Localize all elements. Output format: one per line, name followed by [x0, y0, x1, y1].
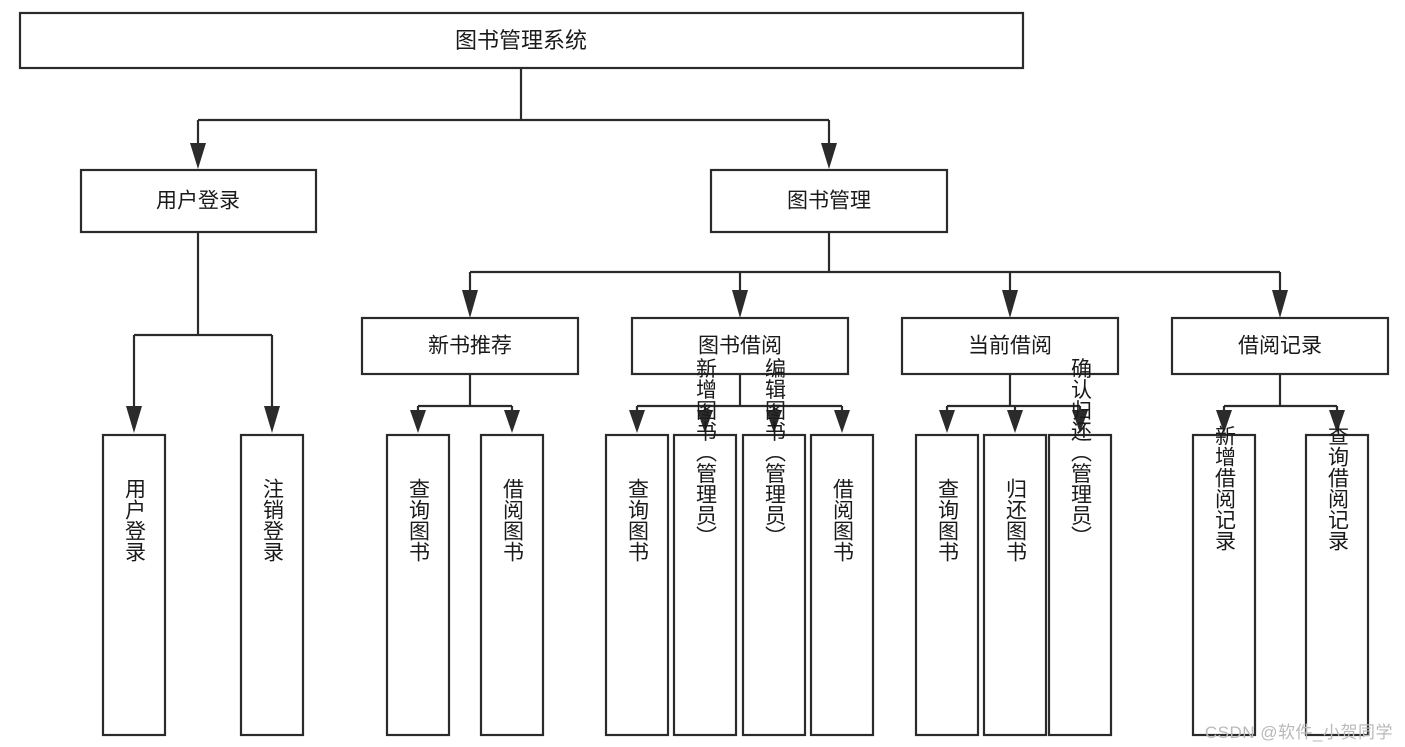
node-leaf-13-box[interactable] [1304, 433, 1370, 737]
arrowhead-to-leaf-3 [410, 410, 426, 433]
node-leaf-7-box[interactable] [741, 433, 807, 737]
node-book-borrow-label: 图书借阅 [698, 335, 782, 358]
node-leaf-10-box[interactable] [982, 433, 1048, 737]
node-borrow-record[interactable]: 借阅记录 [1170, 316, 1390, 376]
arrowhead-to-leaf-5 [629, 410, 645, 433]
node-leaf-3-label: 查询图书 [407, 478, 431, 562]
node-leaf-4-box[interactable] [479, 433, 545, 737]
connector-borrow-record-bus [1222, 374, 1339, 414]
node-leaf-11-label: 确认归还（管理员） [1069, 358, 1093, 547]
node-leaf-5-label: 查询图书 [626, 478, 650, 562]
arrowhead-to-leaf-4 [504, 410, 520, 433]
node-leaf-6-box[interactable] [672, 433, 738, 737]
arrowhead-to-new-book-rec [462, 290, 478, 318]
csdn-watermark: CSDN @软件_小贺同学 [1204, 723, 1393, 742]
node-leaf-1-label: 用户登录 [123, 478, 147, 562]
node-leaf-1-box[interactable] [101, 433, 167, 737]
node-leaf-6[interactable]: 新增图书（管理员） [672, 358, 738, 737]
node-book-mgmt-label: 图书管理 [787, 190, 871, 213]
connector-book-borrow-bus [635, 374, 844, 414]
node-leaf-4-label: 借阅图书 [501, 478, 525, 562]
node-leaf-9-label: 查询图书 [936, 478, 960, 562]
arrowhead-to-current-borrow [1002, 290, 1018, 318]
arrowhead-to-leaf-11 [1072, 410, 1088, 433]
node-leaf-11-box[interactable] [1047, 433, 1113, 737]
node-root-label: 图书管理系统 [455, 28, 587, 53]
node-leaf-13[interactable]: 查询借阅记录 [1304, 425, 1370, 737]
node-leaf-9-box[interactable] [914, 433, 980, 737]
node-leaf-3-box[interactable] [385, 433, 451, 737]
node-leaf-6-label: 新增图书（管理员） [694, 358, 718, 547]
node-leaf-4[interactable]: 借阅图书 [479, 433, 545, 737]
node-leaf-2-box[interactable] [239, 433, 305, 737]
node-leaf-2-label: 注销登录 [261, 478, 285, 562]
node-new-book-rec-label: 新书推荐 [428, 335, 512, 358]
node-leaf-1[interactable]: 用户登录 [101, 433, 167, 737]
arrowhead-to-leaf-8 [834, 410, 850, 433]
node-current-borrow[interactable]: 当前借阅 [900, 316, 1120, 376]
node-book-borrow-box[interactable] [630, 316, 850, 376]
node-leaf-10-label: 归还图书 [1004, 478, 1028, 562]
node-current-borrow-label: 当前借阅 [968, 335, 1052, 358]
connector-new-book-rec-bus [416, 374, 514, 414]
node-leaf-12[interactable]: 新增借阅记录 [1191, 425, 1257, 737]
connector-layer [126, 68, 1345, 433]
arrowhead-to-leaf-2 [264, 406, 280, 433]
connector-book-mgmt-bus [468, 232, 1282, 292]
node-root[interactable]: 图书管理系统 [18, 11, 1025, 70]
connector-user-login-bus [132, 232, 274, 408]
node-book-mgmt-box[interactable] [709, 168, 949, 234]
arrowhead-to-book-borrow [732, 290, 748, 318]
node-borrow-record-label: 借阅记录 [1238, 335, 1322, 358]
node-current-borrow-box[interactable] [900, 316, 1120, 376]
arrowhead-to-leaf-10 [1007, 410, 1023, 433]
connector-current-borrow-bus [945, 374, 1082, 414]
node-book-borrow[interactable]: 图书借阅 [630, 316, 850, 376]
node-leaf-10[interactable]: 归还图书 [982, 433, 1048, 737]
node-user-login-box[interactable] [79, 168, 318, 234]
node-leaf-8-label: 借阅图书 [831, 478, 855, 562]
arrowhead-to-leaf-9 [939, 410, 955, 433]
node-new-book-rec[interactable]: 新书推荐 [360, 316, 580, 376]
node-leaf-5-box[interactable] [604, 433, 670, 737]
node-leaf-2[interactable]: 注销登录 [239, 433, 305, 737]
node-leaf-8-box[interactable] [809, 433, 875, 737]
arrowhead-to-user-login [190, 143, 206, 169]
node-leaf-7-label: 编辑图书（管理员） [763, 358, 787, 547]
node-leaf-9[interactable]: 查询图书 [914, 433, 980, 737]
arrowhead-to-leaf-6 [697, 410, 713, 433]
node-root-box[interactable] [18, 11, 1025, 70]
node-leaf-8[interactable]: 借阅图书 [809, 433, 875, 737]
node-leaf-5[interactable]: 查询图书 [604, 433, 670, 737]
arrowhead-to-leaf-13 [1329, 410, 1345, 433]
connector-root-bus [196, 68, 831, 143]
node-leaf-12-box[interactable] [1191, 433, 1257, 737]
arrowhead-to-leaf-12 [1216, 410, 1232, 433]
node-user-login-label: 用户登录 [156, 190, 240, 213]
node-user-login[interactable]: 用户登录 [79, 168, 318, 234]
node-leaf-13-label: 查询借阅记录 [1326, 425, 1350, 551]
node-leaf-3[interactable]: 查询图书 [385, 433, 451, 737]
arrowhead-to-borrow-record [1272, 290, 1288, 318]
node-leaf-12-label: 新增借阅记录 [1213, 425, 1237, 551]
arrowhead-to-book-mgmt [821, 143, 837, 169]
node-borrow-record-box[interactable] [1170, 316, 1390, 376]
node-book-mgmt[interactable]: 图书管理 [709, 168, 949, 234]
arrowhead-to-leaf-7 [766, 410, 782, 433]
node-leaf-7[interactable]: 编辑图书（管理员） [741, 358, 807, 737]
node-new-book-rec-box[interactable] [360, 316, 580, 376]
arrowhead-to-leaf-1 [126, 406, 142, 433]
node-leaf-11[interactable]: 确认归还（管理员） [1047, 358, 1113, 737]
